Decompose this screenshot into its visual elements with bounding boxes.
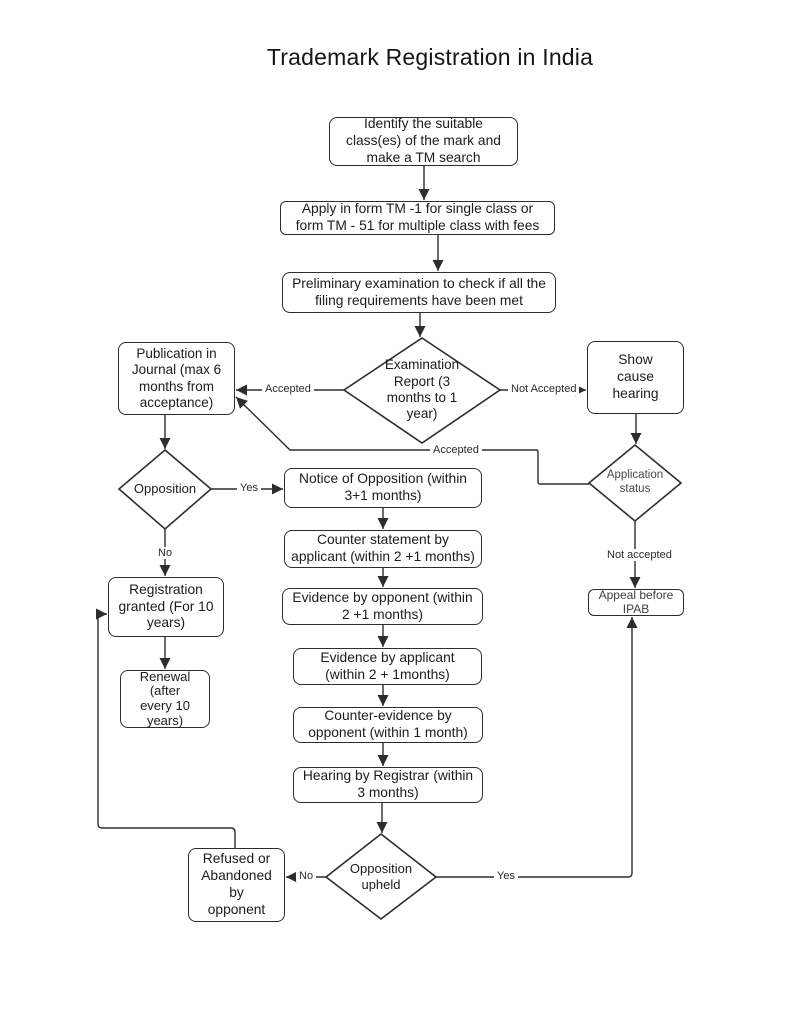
diamond-application-status-label: Application status	[606, 468, 664, 495]
node-evidence-by-opponent: Evidence by opponent (within 2 +1 months…	[282, 588, 483, 625]
node-notice-of-opposition: Notice of Opposition (within 3+1 months)	[284, 468, 482, 508]
node-refused-or-abandoned: Refused or Abandoned by opponent	[188, 848, 285, 922]
node-apply-form: Apply in form TM -1 for single class or …	[280, 201, 555, 235]
node-hearing-by-registrar: Hearing by Registrar (within 3 months)	[293, 767, 483, 803]
edge-label-no-upheld: No	[296, 870, 317, 882]
node-counter-statement: Counter statement by applicant (within 2…	[284, 530, 482, 568]
node-preliminary-examination: Preliminary examination to check if all …	[282, 272, 556, 313]
node-identify-class: Identify the suitable class(es) of the m…	[329, 116, 518, 166]
diamond-opposition-label: Opposition	[133, 481, 197, 497]
page-title: Trademark Registration in India	[266, 44, 594, 70]
diamond-opposition-upheld-label: Opposition upheld	[349, 861, 413, 892]
edge-label-accepted-status: Accepted	[430, 444, 482, 456]
node-evidence-by-applicant: Evidence by applicant (within 2 + 1month…	[293, 648, 482, 685]
edge-label-yes-opposition: Yes	[237, 482, 261, 494]
node-show-cause-hearing: Show cause hearing	[587, 341, 684, 414]
node-appeal-before-ipab: Appeal before IPAB	[588, 589, 684, 616]
edge-label-accepted: Accepted	[262, 383, 314, 395]
node-counter-evidence: Counter-evidence by opponent (within 1 m…	[293, 707, 483, 743]
edge-label-not-accepted: Not Accepted	[508, 383, 580, 395]
node-registration-granted: Registration granted (For 10 years)	[108, 577, 224, 637]
edge-label-no-opposition: No	[155, 547, 176, 559]
exam-report-diamond-shape	[342, 337, 502, 444]
edge-refused-registration	[95, 608, 236, 848]
opposition-diamond-shape	[117, 448, 213, 531]
edge-label-not-accepted-status: Not accepted	[604, 549, 675, 561]
opposition-upheld-diamond-shape	[324, 832, 438, 921]
edge-upheld-appeal	[436, 617, 638, 878]
diamond-examination-report-label: Examination Report (3 months to 1 year)	[384, 357, 460, 422]
node-renewal: Renewal (after every 10 years)	[120, 669, 210, 728]
application-status-diamond-shape	[587, 443, 683, 523]
edge-status-publication	[235, 396, 589, 485]
node-publication-journal: Publication in Journal (max 6 months fro…	[118, 342, 235, 415]
edge-label-yes-upheld: Yes	[494, 870, 518, 882]
